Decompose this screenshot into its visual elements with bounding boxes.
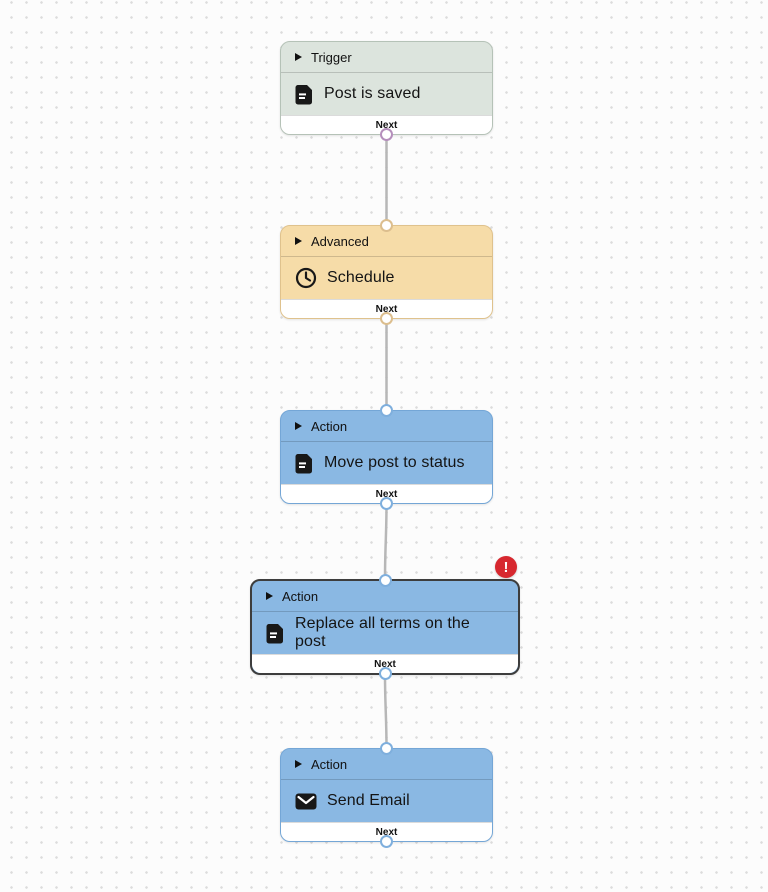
node-header: Advanced [281,226,492,257]
error-exclamation-icon: ! [503,558,509,576]
output-handle[interactable] [378,667,392,680]
node-header: Action [252,581,518,612]
input-handle[interactable] [378,574,392,587]
node-title: Replace all terms on the post [295,615,470,650]
collapse-triangle-icon[interactable] [295,760,302,768]
node-footer: Next [281,484,492,503]
input-handle[interactable] [380,219,393,232]
node-body: Post is saved [281,73,492,115]
document-icon [295,84,314,105]
node-body: Move post to status [281,442,492,484]
output-handle[interactable] [380,128,393,141]
node-action-move-post-to-status[interactable]: Action Move post to status Next [280,404,493,510]
node-title: Send Email [327,792,410,809]
node-footer: Next [252,654,518,673]
node-action-send-email[interactable]: Action Send Email Next [280,742,493,848]
document-icon [295,453,314,474]
node-header: Action [281,749,492,780]
collapse-triangle-icon[interactable] [295,237,302,245]
edge-replace-terms-to-send-email [383,673,388,750]
next-label: Next [375,119,398,131]
node-header: Action [281,411,492,442]
output-handle[interactable] [380,497,393,510]
node-category-label: Trigger [311,49,352,65]
output-handle[interactable] [380,835,393,848]
node-body: Replace all terms on the post [252,612,518,654]
document-icon [266,623,285,644]
edge-move-post-to-replace-terms [383,502,388,581]
node-category-label: Action [311,418,348,434]
input-handle[interactable] [380,742,393,755]
collapse-triangle-icon[interactable] [266,592,273,600]
next-label: Next [375,826,398,838]
node-body: Schedule [281,257,492,299]
node-title: Move post to status [324,454,465,471]
node-body: Send Email [281,780,492,822]
next-label: Next [374,658,396,670]
node-title: Schedule [327,269,395,286]
node-footer: Next [281,115,492,134]
next-label: Next [375,488,398,500]
node-title: Post is saved [324,85,421,102]
node-advanced-schedule[interactable]: Advanced Schedule Next [280,219,493,325]
node-header: Trigger [281,42,492,73]
node-footer: Next [281,822,492,841]
node-trigger-post-is-saved[interactable]: Trigger Post is saved Next [280,41,493,141]
node-footer: Next [281,299,492,318]
clock-icon [295,267,317,289]
collapse-triangle-icon[interactable] [295,422,302,430]
input-handle[interactable] [380,404,393,417]
next-label: Next [375,303,398,315]
node-category-label: Action [311,756,348,772]
collapse-triangle-icon[interactable] [295,53,302,61]
node-category-label: Advanced [311,233,369,249]
node-category-label: Action [282,588,319,604]
node-action-replace-all-terms[interactable]: Action Replace all terms on the post Nex… [250,574,520,680]
error-badge[interactable]: ! [495,556,517,578]
output-handle[interactable] [380,312,393,325]
email-icon [295,793,317,810]
